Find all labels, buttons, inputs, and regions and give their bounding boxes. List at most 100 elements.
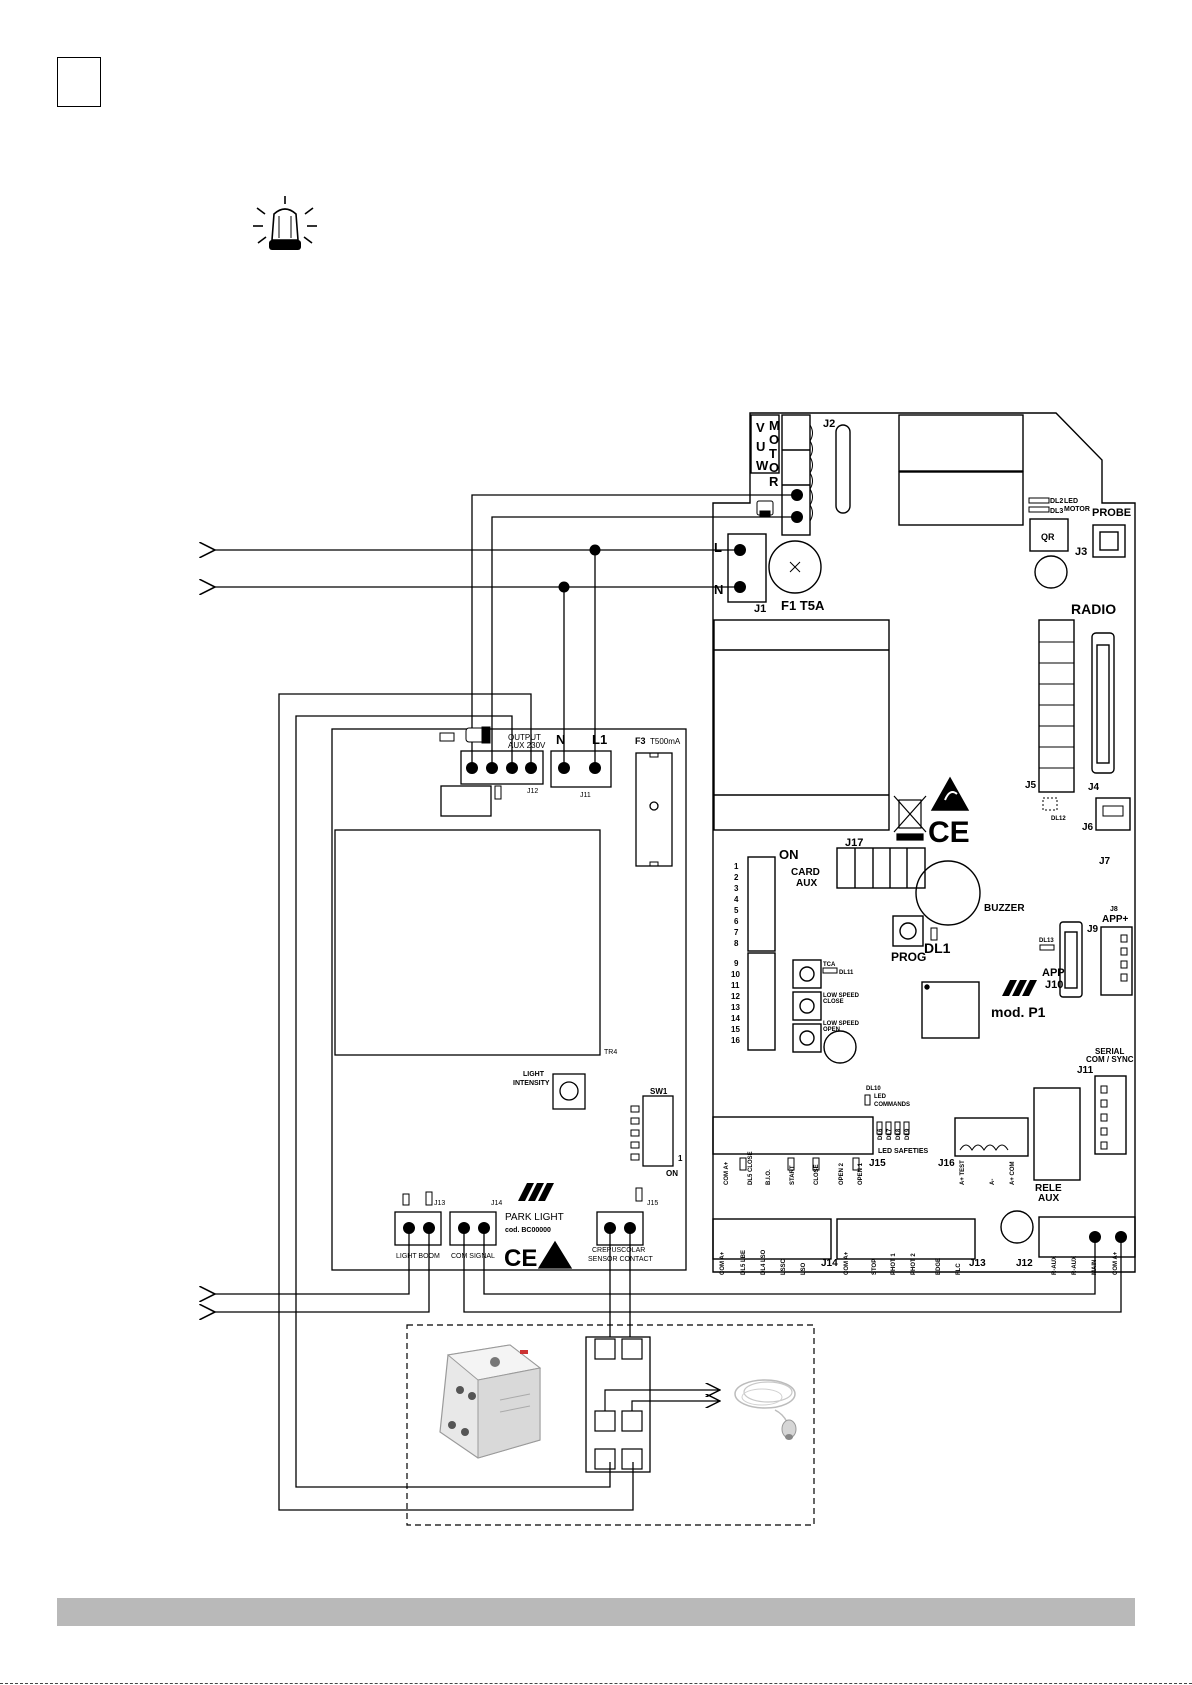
j15-pin-close: CLOSE — [814, 1164, 820, 1185]
dip-number-13: 13 — [731, 1003, 740, 1012]
j13-pin-edge: EDGE — [936, 1258, 942, 1275]
label-mains-l: L — [714, 540, 722, 555]
pl-sw1-on-label: ON — [666, 1169, 678, 1178]
pl-code-label: cod. BC00000 — [505, 1227, 551, 1234]
label-app: APP — [1042, 967, 1065, 979]
dip-number-9: 9 — [734, 959, 739, 968]
j15-pin-dl5-close: DL5 CLOSE — [748, 1151, 754, 1185]
j16-pin-test: A+ TEST — [960, 1160, 966, 1185]
dip-number-8: 8 — [734, 939, 739, 948]
motor-label-o1: O — [769, 432, 779, 447]
j13-pin-phot2: PHOT 2 — [911, 1253, 917, 1275]
label-prog: PROG — [891, 950, 926, 964]
safety-led-dl8: DL8 — [896, 1128, 902, 1140]
motor-terminal-w: W — [756, 458, 769, 473]
park-light-board: CE — [331, 728, 687, 1272]
pl-fuse-value: T500mA — [650, 737, 681, 746]
label-dl13: DL13 — [1039, 938, 1054, 944]
dip-number-3: 3 — [734, 884, 739, 893]
j15-pin-open2: OPEN 2 — [839, 1162, 845, 1185]
connection-dots — [403, 489, 1127, 1243]
label-com-sync: COM / SYNC — [1086, 1055, 1134, 1064]
j16-pin-a-minus: A- — [990, 1179, 996, 1185]
pl-light-boom-label: LIGHT BOOM — [396, 1253, 440, 1260]
motor-terminal-u: U — [756, 439, 765, 454]
j12-pin-raux1: R-AUX — [1052, 1256, 1058, 1275]
j15-pin-start: START — [790, 1165, 796, 1185]
label-dl11: DL11 — [839, 970, 854, 976]
flashing-lamp-icon — [253, 196, 317, 250]
main-board: CE — [712, 412, 1136, 1273]
label-dl1: DL1 — [924, 940, 951, 956]
label-led-commands-2: COMMANDS — [874, 1102, 910, 1108]
park-light-logo-icon — [518, 1183, 554, 1201]
label-dl12: DL12 — [1051, 816, 1066, 822]
label-mains-n: N — [714, 582, 723, 597]
j12-pin-raux2: R-AUX — [1072, 1256, 1078, 1275]
motor-label-o2: O — [769, 460, 779, 475]
label-j9: J9 — [1087, 924, 1099, 935]
label-dl2: DL2 — [1050, 498, 1063, 505]
j13-pin-flc: FLC — [956, 1263, 962, 1275]
label-j11: J11 — [1077, 1065, 1094, 1076]
label-card: CARD — [791, 867, 820, 878]
dip-number-7: 7 — [734, 928, 739, 937]
pl-sensor-contact-label: SENSOR CONTACT — [588, 1256, 654, 1263]
label-dl3: DL3 — [1050, 508, 1063, 515]
motor-terminal-v: V — [756, 420, 765, 435]
label-led-motor-2: MOTOR — [1064, 506, 1090, 513]
j15-pin-open1: OPEN 1 — [858, 1162, 864, 1185]
pl-j12-label: J12 — [527, 788, 538, 795]
motor-label-r: R — [769, 474, 779, 489]
dip-number-14: 14 — [731, 1014, 740, 1023]
footer-bar — [57, 1598, 1135, 1626]
label-serial: SERIAL — [1095, 1047, 1124, 1056]
pl-name-label: PARK LIGHT — [505, 1212, 564, 1223]
bottom-rule — [0, 1683, 1192, 1685]
label-tca: TCA — [823, 962, 836, 968]
safety-led-dl9: DL9 — [905, 1128, 911, 1140]
pin-labels: COM A+ DL5 CLOSE B.I.O. START CLOSE OPEN… — [720, 1128, 1119, 1275]
label-buzzer: BUZZER — [984, 903, 1025, 914]
label-j13: J13 — [969, 1258, 986, 1269]
label-probe: PROBE — [1092, 507, 1131, 519]
lamp-symbol-icon — [465, 500, 774, 744]
pl-light-label: LIGHT — [523, 1071, 545, 1078]
j13-pin-stop: STOP — [872, 1259, 878, 1275]
label-j17: J17 — [845, 837, 863, 849]
label-app-plus: APP+ — [1102, 914, 1129, 925]
label-low-speed-close-1: LOW SPEED — [823, 993, 860, 999]
label-low-speed-close-2: CLOSE — [823, 999, 844, 1005]
dip-number-4: 4 — [734, 895, 739, 904]
j14-pin-com: COM A+ — [720, 1251, 726, 1275]
wiring — [215, 494, 1122, 1511]
pl-l1-label: L1 — [592, 732, 607, 747]
safety-led-dl6: DL6 — [878, 1128, 884, 1140]
dip-number-2: 2 — [734, 873, 739, 882]
label-j2: J2 — [823, 418, 835, 430]
label-j12: J12 — [1016, 1258, 1033, 1269]
dip-number-12: 12 — [731, 992, 740, 1001]
label-j7: J7 — [1099, 856, 1111, 867]
dip-number-1: 1 — [734, 862, 739, 871]
label-aux: AUX — [796, 878, 817, 889]
label-led-safeties: LED SAFETIES — [878, 1148, 929, 1155]
pl-tr4-label: TR4 — [604, 1049, 617, 1056]
ce-mark: CE — [928, 816, 970, 849]
motor-label-m: M — [769, 418, 780, 433]
j14-pin-lso: LSO — [801, 1262, 807, 1275]
pl-sw1-one-label: 1 — [678, 1154, 683, 1163]
pl-n-label: N — [556, 732, 565, 747]
label-j10: J10 — [1045, 979, 1063, 991]
j14-pin-dl4: DL4 LSO — [761, 1249, 767, 1275]
pl-j13-label: J13 — [434, 1200, 445, 1207]
label-j5: J5 — [1025, 780, 1037, 791]
label-j8: J8 — [1110, 906, 1118, 913]
label-led-commands-1: LED — [874, 1094, 887, 1100]
dip-number-list: 1 2 3 4 5 6 7 8 9 10 11 12 13 14 15 16 — [731, 862, 740, 1045]
pl-aux-230v-label: AUX 230V — [508, 741, 546, 750]
din-rail-module-image — [439, 1344, 542, 1459]
label-rele-aux: AUX — [1038, 1193, 1059, 1204]
